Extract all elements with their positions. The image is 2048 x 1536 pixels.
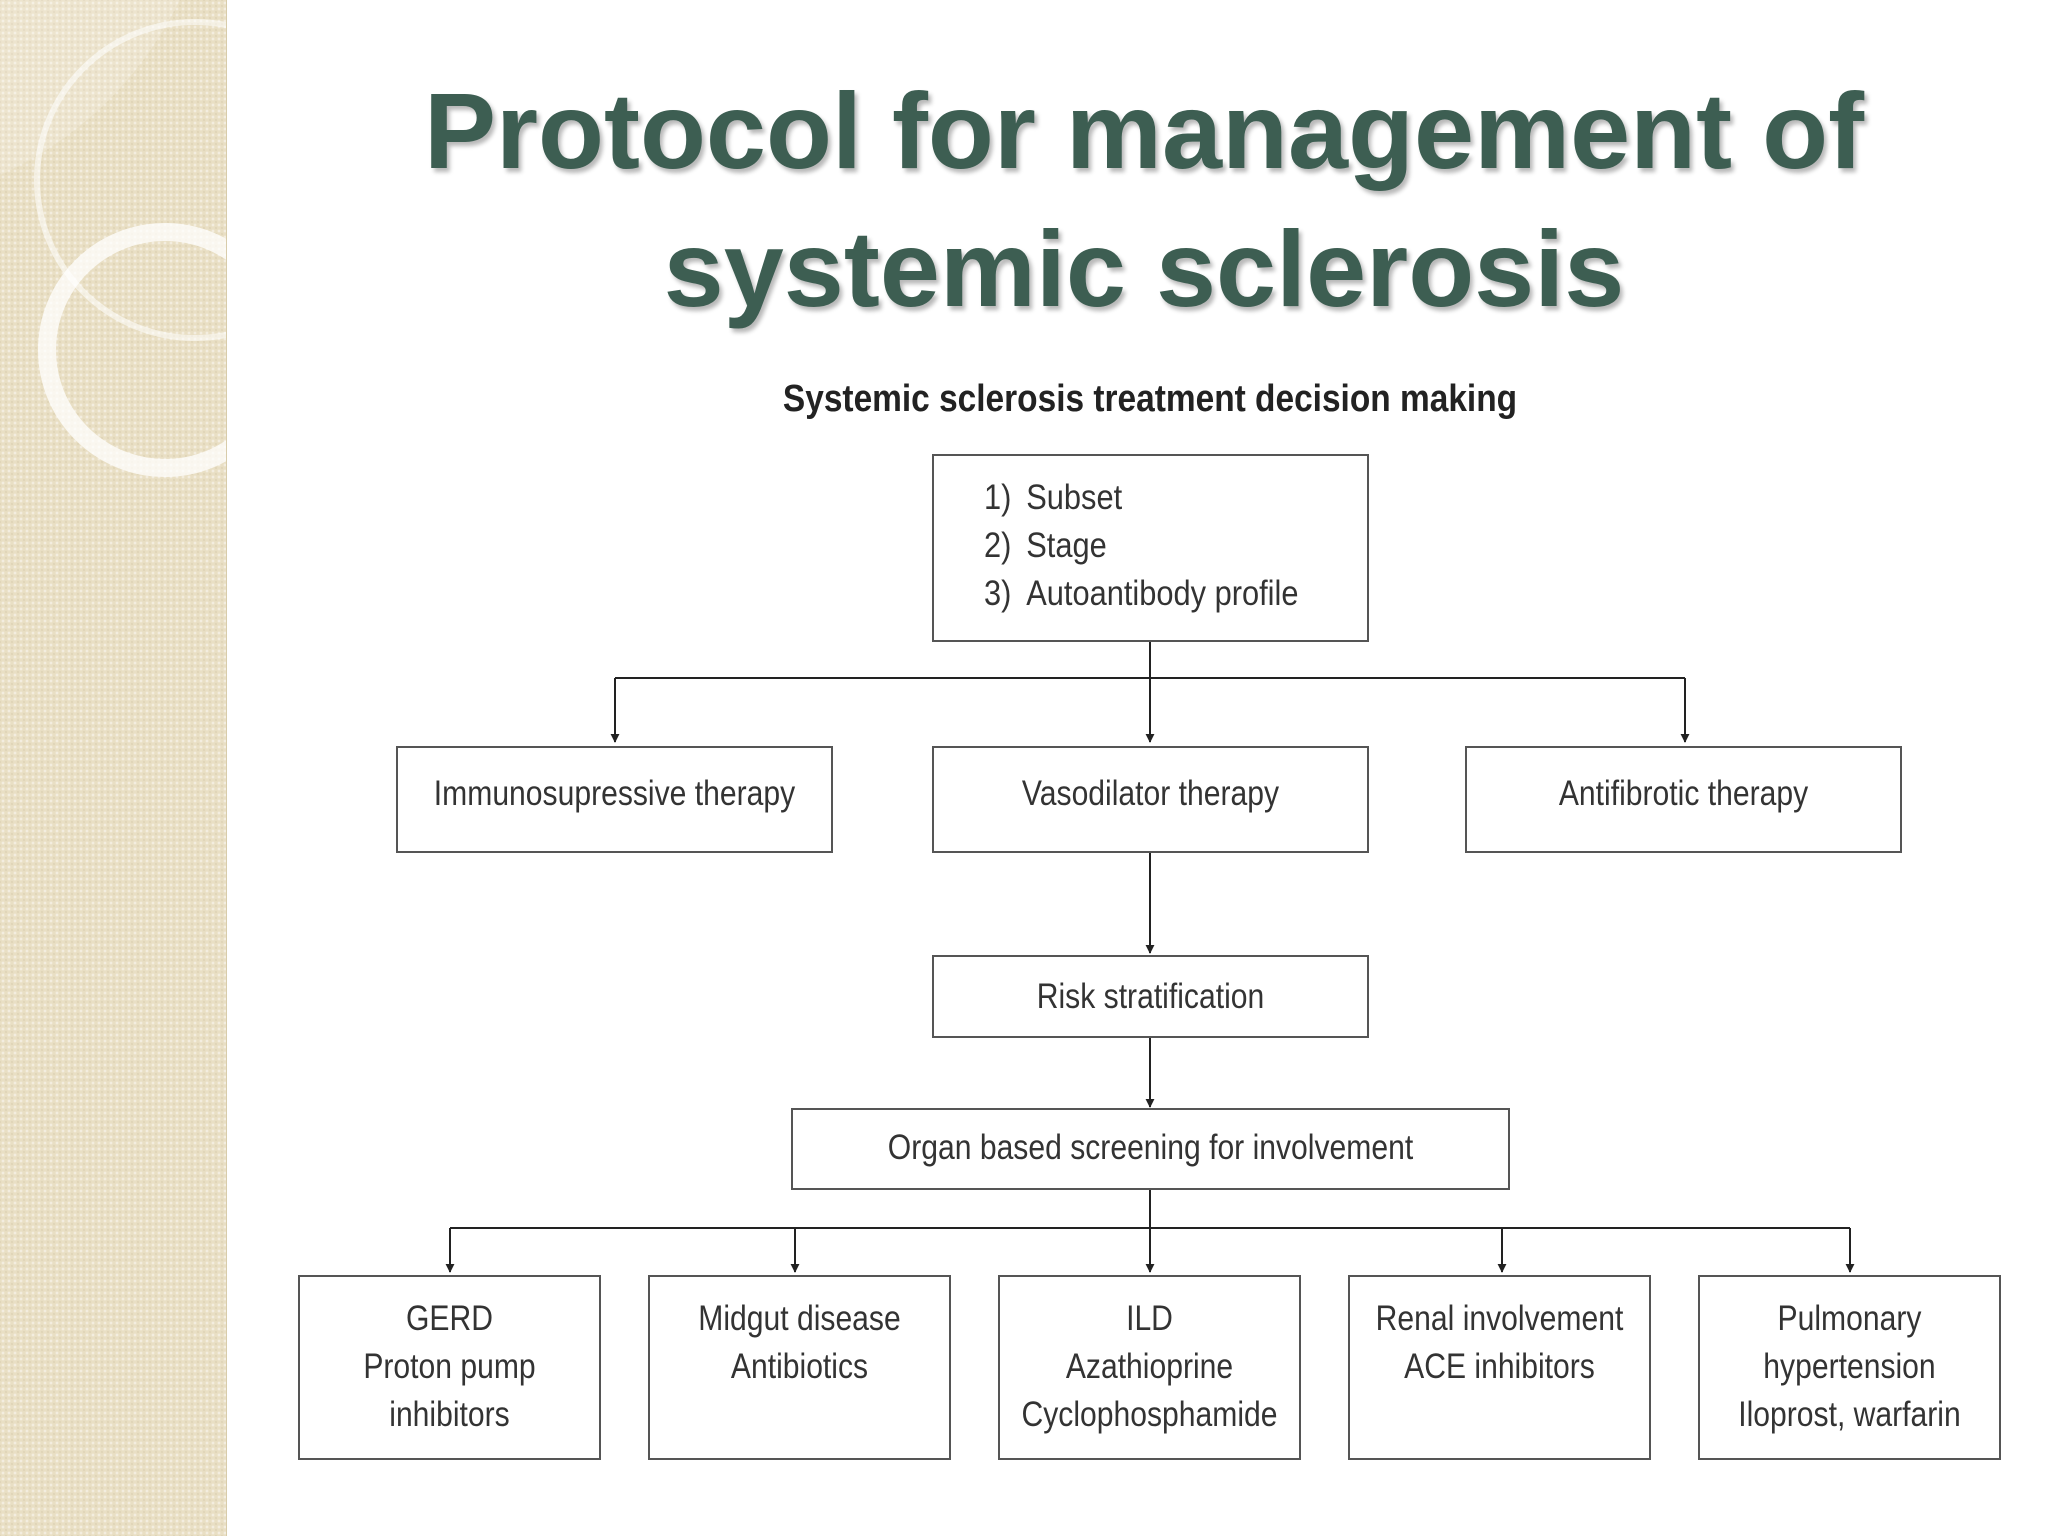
slide-title-line-1: Protocol for management of: [423, 70, 1865, 191]
decorative-rings-icon: [0, 0, 226, 477]
immunosuppressive-therapy-box: Immunosupressive therapy: [396, 746, 833, 853]
slide-title-line-2: systemic sclerosis: [663, 208, 1625, 329]
organ-box-midgut: Midgut disease Antibiotics: [648, 1275, 951, 1460]
slide-title: Protocol for management of systemic scle…: [240, 62, 2048, 338]
criteria-item: 1)Subset: [984, 478, 1123, 517]
organ-box-gerd: GERD Proton pump inhibitors: [298, 1275, 601, 1460]
vasodilator-therapy-box: Vasodilator therapy: [932, 746, 1369, 853]
criteria-item: 3)Autoantibody profile: [984, 574, 1299, 613]
organ-screening-box: Organ based screening for involvement: [791, 1108, 1510, 1190]
antifibrotic-therapy-box: Antifibrotic therapy: [1465, 746, 1902, 853]
risk-stratification-box: Risk stratification: [932, 955, 1369, 1038]
diagram-title: Systemic sclerosis treatment decision ma…: [782, 378, 1518, 420]
organ-box-ild: ILD Azathioprine Cyclophosphamide: [998, 1275, 1301, 1460]
criteria-item: 2)Stage: [984, 526, 1107, 565]
organ-box-renal: Renal involvement ACE inhibitors: [1348, 1275, 1651, 1460]
decorative-side-panel: [0, 0, 227, 1536]
organ-box-pulmonary: Pulmonary hypertension Iloprost, warfari…: [1698, 1275, 2001, 1460]
start-criteria-box: 1)Subset 2)Stage 3)Autoantibody profile: [932, 454, 1369, 642]
